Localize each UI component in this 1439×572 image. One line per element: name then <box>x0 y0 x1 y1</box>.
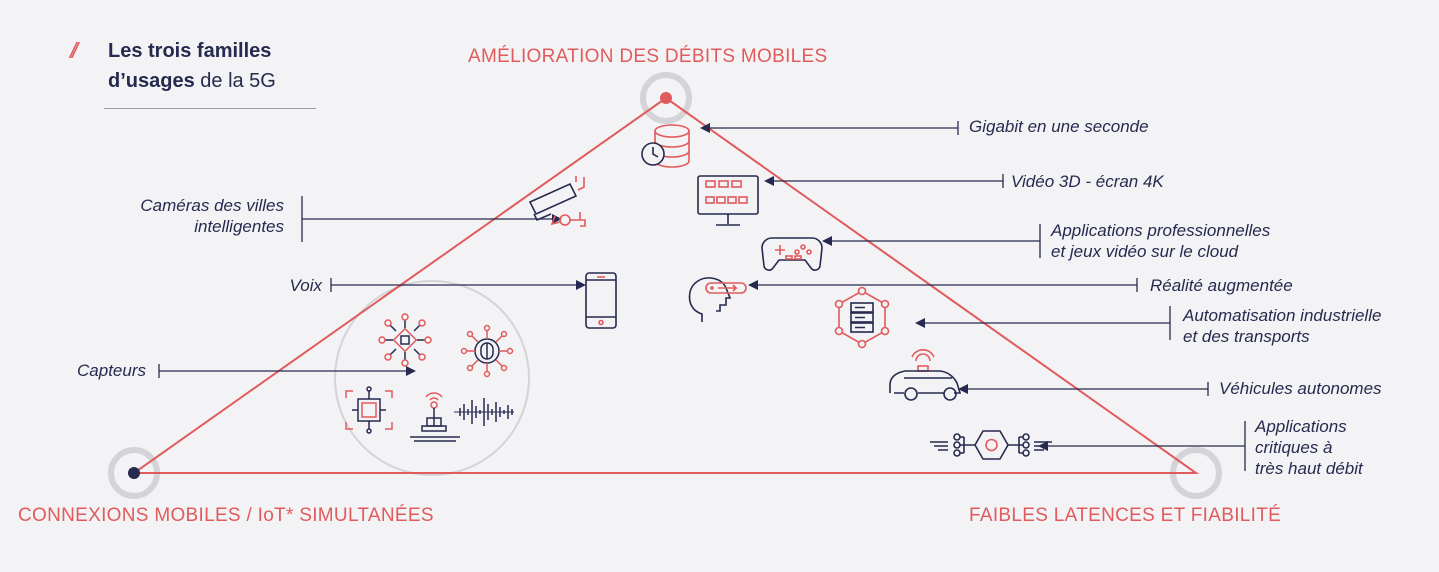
processor-icon <box>345 386 393 434</box>
database-clock-icon <box>641 124 690 168</box>
video-screen-icon <box>697 175 759 226</box>
title-bold: d’usages <box>108 70 195 92</box>
title-divider <box>104 108 316 109</box>
antenna-icon <box>410 392 460 442</box>
title-line-2: d’usages de la 5G <box>108 66 276 96</box>
gamepad-icon <box>761 237 823 271</box>
corner-label-right: FAIBLES LATENCES ET FIABILITÉ <box>969 505 1282 526</box>
top-vertex-ring <box>640 72 692 124</box>
label-ar: Réalité augmentée <box>1150 276 1293 295</box>
ar-head-icon <box>688 277 747 322</box>
capsule-sensor-icon <box>460 324 514 378</box>
title-line-1: Les trois familles <box>108 40 272 62</box>
soundwave-icon <box>454 398 514 426</box>
title-regular: de la 5G <box>194 70 276 92</box>
corner-label-left: CONNEXIONS MOBILES / IoT* SIMULTANÉES <box>18 505 434 526</box>
diagram-title: // Les trois familles d’usages de la 5G <box>70 36 276 96</box>
smartphone-icon <box>585 272 617 329</box>
autonomous-car-icon <box>889 349 962 401</box>
top-vertex-dot <box>660 92 672 104</box>
left-vertex-dot <box>128 467 140 479</box>
cctv-camera-icon <box>528 176 586 227</box>
chip-network-icon <box>378 313 432 367</box>
label-gigabit: Gigabit en une seconde <box>969 117 1149 136</box>
label-video: Vidéo 3D - écran 4K <box>1011 172 1164 191</box>
server-network-icon <box>834 286 890 349</box>
label-automation: Automatisation industrielle et des trans… <box>1183 306 1382 346</box>
corner-label-top: AMÉLIORATION DES DÉBITS MOBILES <box>468 46 828 67</box>
signal-chain-icon <box>930 430 1052 460</box>
label-sensors: Capteurs <box>77 361 146 380</box>
label-cameras: Caméras des villes intelligentes <box>140 196 284 236</box>
label-apps: Applications professionnelles et jeux vi… <box>1051 221 1271 261</box>
label-critical: Applications critiques à très haut débit <box>1255 417 1363 478</box>
label-vehicles: Véhicules autonomes <box>1219 379 1382 398</box>
label-voice: Voix <box>289 276 322 295</box>
sensor-group-ring <box>334 280 530 476</box>
